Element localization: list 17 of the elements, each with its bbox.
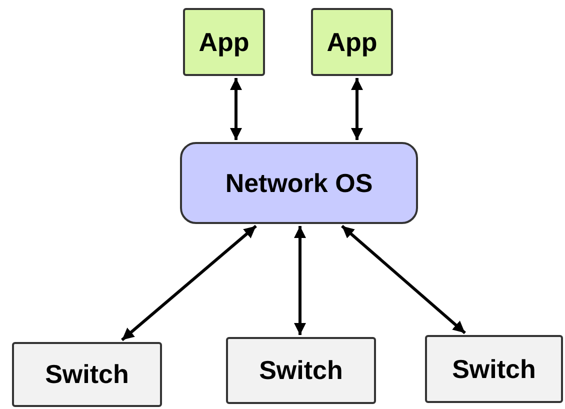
node-label: Switch	[452, 354, 536, 384]
node-label: App	[326, 26, 378, 58]
double-arrow	[121, 224, 257, 342]
switch-box	[12, 342, 162, 407]
node-label: Switch	[45, 359, 129, 390]
app-box	[183, 8, 265, 76]
double-arrow	[294, 226, 306, 335]
double-arrow	[230, 78, 242, 140]
node-label: App	[198, 26, 250, 58]
app-box	[311, 8, 393, 76]
node-label: Network OS	[225, 168, 373, 198]
double-arrow	[351, 78, 363, 140]
node-label: Switch	[259, 355, 343, 386]
double-arrow	[341, 224, 466, 334]
switch-box	[226, 337, 376, 404]
network-os-box	[180, 142, 418, 224]
switch-box	[425, 335, 563, 403]
